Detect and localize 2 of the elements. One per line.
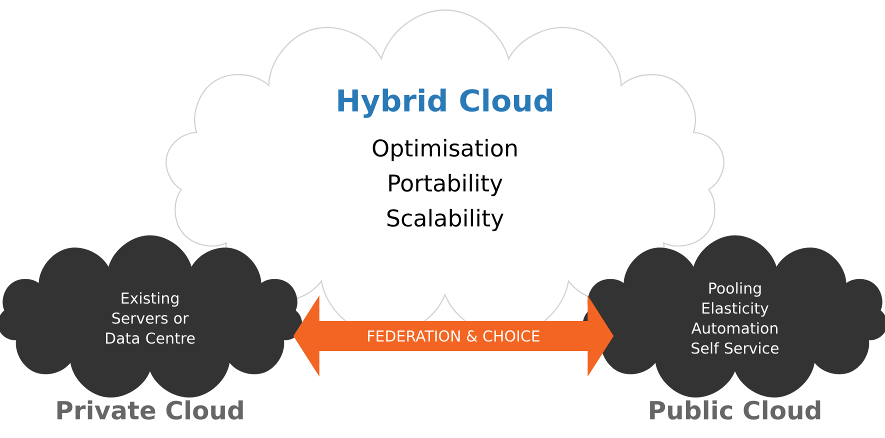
cloud-caption: Private Cloud	[57, 400, 243, 420]
cloud-caption: Public Cloud	[650, 400, 820, 420]
